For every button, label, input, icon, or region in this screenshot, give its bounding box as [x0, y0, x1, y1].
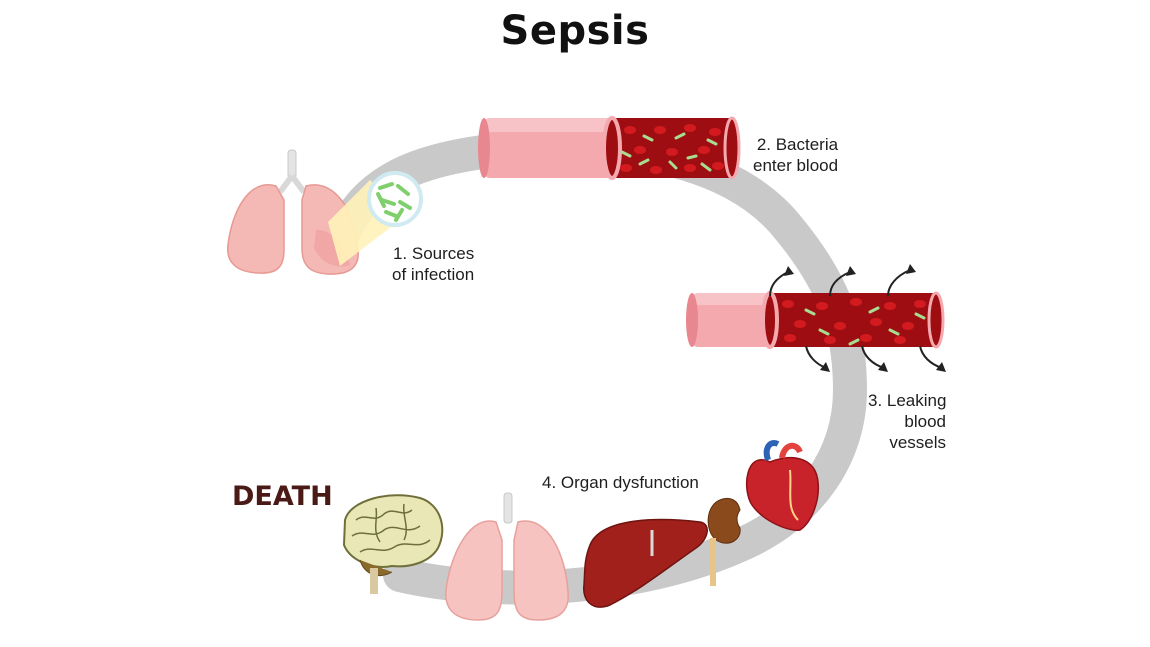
brain-icon [342, 494, 444, 594]
kidney-icon [707, 497, 741, 586]
step-3-label: 3. Leaking blood vessels [868, 391, 947, 452]
step-1-label: 1. Sources of infection [392, 244, 475, 284]
step-2-label: 2. Bacteria enter blood [753, 135, 839, 175]
leaking-vessel-icon [686, 264, 946, 372]
bacteria-magnifier-icon [367, 171, 423, 227]
heart-icon [746, 440, 820, 531]
death-label: DEATH [232, 481, 333, 512]
blood-vessel-icon [478, 116, 741, 180]
step-4-label: 4. Organ dysfunction [542, 473, 699, 492]
page-title: Sepsis [500, 8, 650, 54]
liver-icon [583, 518, 708, 608]
lungs-icon-bottom [445, 492, 569, 621]
